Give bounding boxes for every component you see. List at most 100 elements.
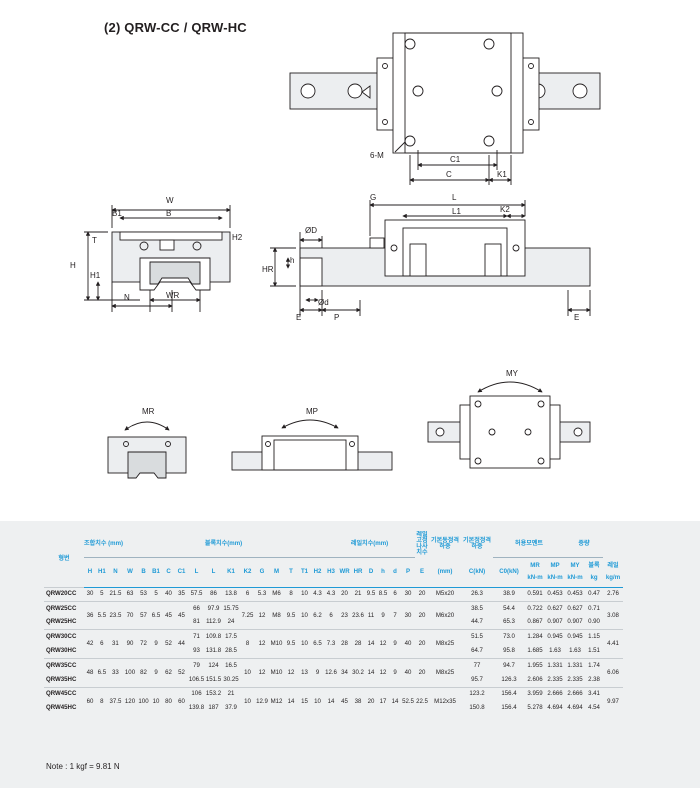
th-sub-16: H2 [311, 557, 325, 588]
table-cell: 0.945 [565, 629, 586, 645]
th-bolt: 레일고정나사치수 [416, 531, 428, 557]
table-cell: QRW45CC [44, 686, 84, 702]
label-h: H [70, 261, 76, 270]
table-cell: 3.08 [603, 600, 624, 630]
table-cell: 48 [84, 657, 96, 688]
table-cell: 30.2 [351, 657, 366, 688]
table-cell: 112.9 [206, 618, 221, 626]
th-sub-6: C [162, 557, 176, 588]
table-cell: 40 [162, 586, 176, 602]
table-cell: 20 [415, 586, 430, 602]
table-cell: 70 [123, 600, 138, 630]
table-cell: 9 [389, 657, 402, 688]
table-cell: 53 [137, 586, 151, 602]
table-cell: 10 [311, 686, 325, 716]
label-l: L [452, 193, 457, 202]
drawing-canvas: 6-M C1 C K1 W B1 B T H2 H H1 N WR G L L1… [70, 32, 601, 479]
table-cell: 109.8 [205, 629, 223, 645]
table-cell: QRW20CC [44, 586, 84, 602]
table-cell: 0.867 [527, 618, 543, 626]
table-cell: 40 [401, 657, 416, 688]
label-k1: K1 [497, 170, 507, 179]
table-cell: 3.41 [585, 686, 604, 702]
label-mp: MP [306, 407, 318, 416]
table-cell: 13.8 [222, 586, 241, 602]
label-t: T [92, 236, 97, 245]
label-mr: MR [142, 407, 155, 416]
table-cell: 12 [377, 629, 390, 659]
table-cell: 10 [240, 657, 256, 688]
label-c: C [446, 170, 452, 179]
table-cell: 131.8 [205, 647, 222, 655]
table-cell: 12.9 [255, 686, 270, 716]
th-sub-15: T1 [298, 557, 312, 588]
table-cell: 21 [222, 686, 241, 702]
table-cell: 10 [298, 600, 312, 630]
table-cell: 5.5 [95, 600, 108, 630]
table-cell: 12 [255, 657, 270, 688]
table-cell: 20 [415, 657, 430, 688]
table-cell: 45 [162, 600, 176, 630]
table-cell: 5 [95, 586, 108, 602]
table-cell: 6 [389, 586, 402, 602]
table-cell: M10 [269, 657, 285, 688]
table-cell: 156.4 [493, 686, 526, 702]
label-b1: B1 [112, 209, 122, 218]
label-wr: WR [166, 291, 180, 300]
table-cell: 106 [188, 686, 206, 702]
table-cell: 7 [389, 600, 402, 630]
table-cell: M8x25 [429, 657, 462, 688]
spec-table-panel: 형번 조합치수 (mm) 블록치수(mm) 레일치수(mm) 레일고정나사치수 … [0, 521, 700, 788]
table-cell: 20 [338, 586, 352, 602]
label-g: G [370, 193, 376, 202]
table-cell: 7.3 [324, 629, 339, 659]
table-cell: 30.25 [223, 675, 239, 683]
table-cell: 60 [84, 686, 96, 716]
table-cell: M6x20 [429, 600, 462, 630]
table-cell: 6.2 [311, 600, 325, 630]
table-cell: 100 [123, 657, 138, 688]
side-view-drawing [270, 200, 591, 316]
table-cell: 9 [150, 657, 163, 688]
table-cell: 8 [284, 586, 299, 602]
table-cell: 86 [205, 586, 223, 602]
table-cell: 0.945 [545, 629, 566, 645]
th-sub-22: d [389, 557, 402, 588]
table-cell: 15.75 [222, 600, 241, 616]
table-cell: 44 [175, 629, 189, 659]
table-cell: 1.685 [527, 647, 543, 655]
table-cell: 24 [227, 618, 235, 626]
table-cell: 14 [324, 686, 339, 716]
table-cell: 6 [95, 629, 108, 659]
th-sub-18: WR [338, 557, 352, 588]
table-cell: 1.74 [585, 657, 604, 673]
th-sub-0: H [84, 557, 96, 588]
table-cell: 17.5 [222, 629, 241, 645]
table-cell: 120 [123, 686, 138, 716]
table-cell: 73.0 [493, 629, 526, 645]
table-cell: 2.666 [565, 686, 586, 702]
th-sub-4: B [137, 557, 151, 588]
table-cell: 106.5 [188, 675, 205, 683]
label-c1: C1 [450, 155, 461, 164]
spec-table: 형번 조합치수 (mm) 블록치수(mm) 레일치수(mm) 레일고정나사치수 … [44, 531, 624, 716]
table-cell: 60 [175, 686, 189, 716]
table-cell: 4.694 [567, 704, 583, 712]
table-cell: 156.4 [501, 704, 517, 712]
table-cell: 6 [324, 600, 339, 630]
table-cell: 1.63 [569, 647, 581, 655]
table-cell: 45 [338, 686, 352, 716]
table-cell: 12 [377, 657, 390, 688]
label-p: P [334, 313, 339, 322]
table-cell: 6.5 [311, 629, 325, 659]
table-cell: 0.90 [588, 618, 600, 626]
top-view-drawing [289, 32, 601, 185]
label-n: N [124, 293, 130, 302]
label-b: B [166, 209, 171, 218]
th-sub-3: W [123, 557, 138, 588]
